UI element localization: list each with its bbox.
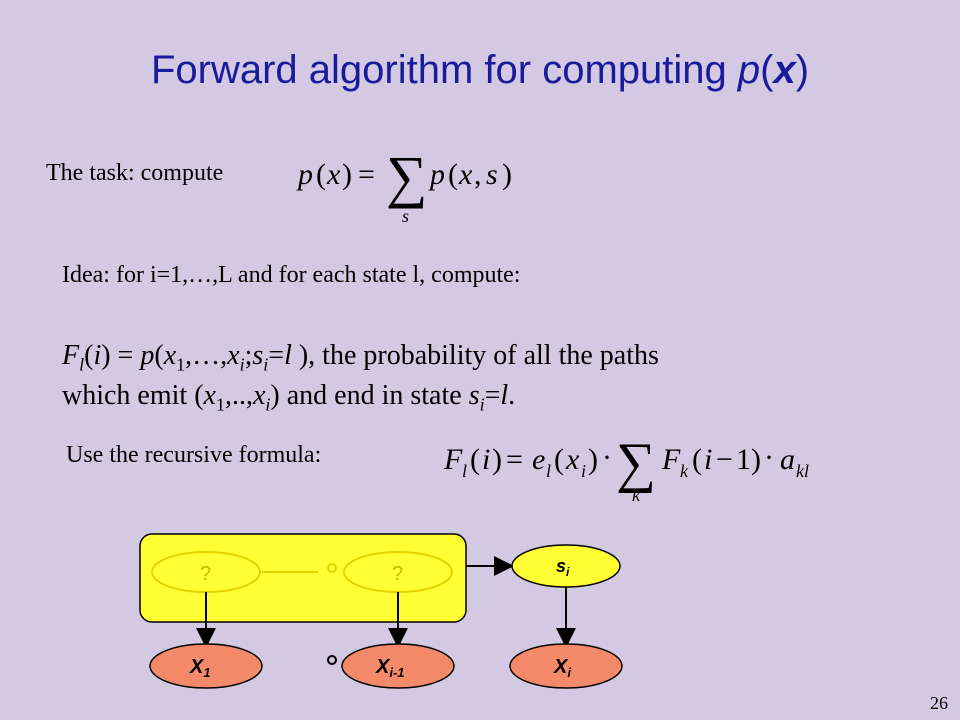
svg-text:(: (	[448, 158, 458, 191]
ellipsis-dot	[327, 655, 337, 665]
title-text: Forward algorithm for computing	[150, 48, 738, 92]
title-p: p	[737, 48, 761, 92]
task-equation: p ( x ) = ∑ s p ( x , s )	[296, 144, 512, 226]
svg-text:−: −	[716, 443, 733, 476]
svg-text:i: i	[581, 461, 586, 481]
obs-node-prev	[341, 643, 455, 689]
svg-text:s: s	[486, 158, 498, 191]
definition-line-1: Fl(i) = p(x1,…,xi;si=l ), the probabilit…	[62, 340, 659, 375]
obs-node-current	[509, 643, 623, 689]
svg-text:s: s	[402, 206, 409, 226]
svg-text:k: k	[680, 461, 689, 481]
svg-text:=: =	[358, 158, 375, 191]
svg-text:x: x	[565, 443, 580, 476]
page-number: 26	[930, 693, 948, 713]
svg-text:=: =	[506, 443, 523, 476]
svg-text:l: l	[462, 461, 467, 481]
svg-text:kl: kl	[796, 461, 809, 481]
svg-text:(: (	[554, 443, 564, 476]
svg-text:F: F	[661, 443, 681, 476]
title-open-paren: (	[760, 48, 774, 92]
obs-current-label: Xi	[553, 656, 571, 680]
hidden-unknown-1: ?	[200, 563, 211, 585]
svg-text:p: p	[296, 158, 313, 191]
hidden-unknown-2: ?	[392, 563, 403, 585]
svg-text:∑: ∑	[616, 432, 656, 494]
svg-text:1): 1)	[736, 443, 761, 476]
svg-text:): )	[492, 443, 502, 476]
slide-title: Forward algorithm for computing p(x)	[0, 48, 960, 93]
svg-text:i: i	[704, 443, 712, 476]
title-x: x	[773, 48, 796, 92]
svg-text:·: ·	[602, 441, 612, 474]
faded-ellipsis-dot	[327, 563, 337, 573]
svg-text:e: e	[532, 443, 545, 476]
recursive-label: Use the recursive formula:	[66, 442, 322, 468]
svg-text:(: (	[316, 158, 326, 191]
svg-text:x: x	[326, 158, 341, 191]
highlight-box	[139, 533, 467, 623]
svg-text:∑: ∑	[386, 144, 427, 209]
svg-text:,: ,	[474, 158, 482, 191]
recursive-equation: F l ( i ) = e l ( x i ) · ∑ k F k ( i − …	[443, 432, 809, 505]
svg-text:x: x	[458, 158, 473, 191]
svg-text:l: l	[546, 461, 551, 481]
svg-text:): )	[588, 443, 598, 476]
hmm-diagram: ? ? si X1 Xi-1 Xi	[139, 533, 623, 689]
svg-text:p: p	[428, 158, 445, 191]
svg-text:): )	[342, 158, 352, 191]
svg-text:(: (	[692, 443, 702, 476]
svg-text:F: F	[443, 443, 463, 476]
obs-node-first	[149, 643, 263, 689]
svg-text:·: ·	[764, 441, 774, 474]
svg-text:): )	[502, 158, 512, 191]
idea-text: Idea: for i=1,…,L and for each state l, …	[62, 262, 521, 288]
svg-text:a: a	[780, 443, 795, 476]
svg-text:(: (	[470, 443, 480, 476]
svg-text:i: i	[482, 443, 490, 476]
definition-line-2: which emit (x1,..,xi) and end in state s…	[62, 380, 516, 415]
title-close-paren: )	[795, 48, 810, 92]
task-label: The task: compute	[46, 160, 224, 186]
svg-text:k: k	[632, 485, 641, 505]
